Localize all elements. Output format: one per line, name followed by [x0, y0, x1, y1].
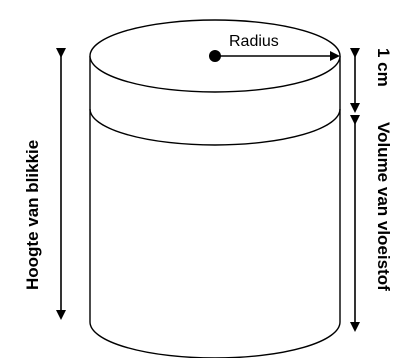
radius-label: Radius: [229, 33, 279, 50]
center-dot: [209, 50, 221, 62]
liquid-surface-curve: [89, 108, 341, 146]
cylinder-body: [89, 56, 341, 358]
cylinder-bottom-curve: [89, 321, 341, 358]
volume-label: Volume van vloeistof: [374, 122, 393, 291]
gap-label: 1 cm: [374, 48, 393, 87]
height-label: Hoogte van blikkie: [23, 140, 42, 290]
